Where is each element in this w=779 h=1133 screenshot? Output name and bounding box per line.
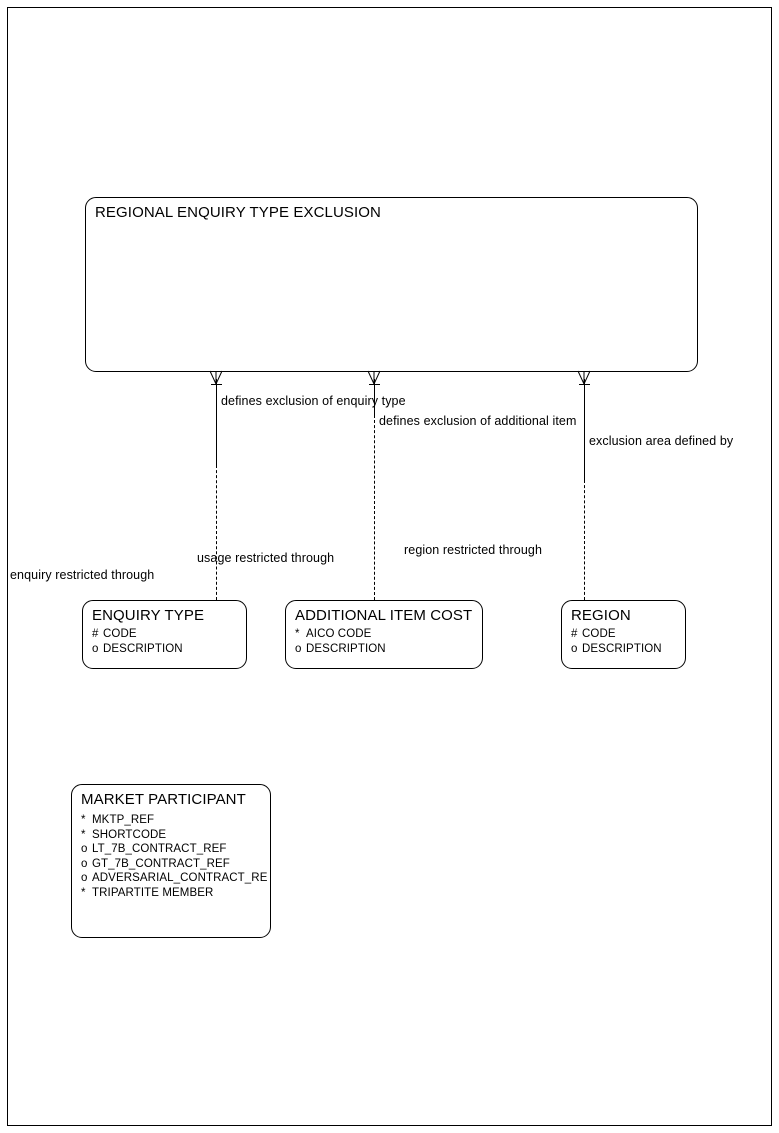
attribute-marker: * [81,828,86,841]
entity-title: REGION [571,607,631,624]
relationship-label-usage-restricted-through: usage restricted through [197,551,335,565]
attribute-row: * TRIPARTITE MEMBER [81,886,270,901]
attribute-marker: o [81,843,88,856]
attribute-row: o DESCRIPTION [571,642,685,657]
attribute-row: # CODE [92,627,246,642]
attribute-row: o LT_7B_CONTRACT_REF [81,842,270,857]
attribute-name: GT_7B_CONTRACT_REF [92,857,230,870]
attribute-row: o DESCRIPTION [295,642,482,657]
attribute-row: * SHORTCODE [81,828,270,843]
attribute-name: TRIPARTITE MEMBER [92,886,214,899]
attribute-marker: o [81,872,88,885]
attribute-row: # CODE [571,627,685,642]
relationship-label-region-restricted-through: region restricted through [404,543,542,557]
attribute-name: AICO CODE [306,628,372,640]
attribute-name: SHORTCODE [92,828,167,841]
attribute-name: DESCRIPTION [306,643,386,655]
attribute-marker: o [295,643,302,655]
attribute-marker: * [81,886,86,899]
connector-additional-item-cost-dashed [374,415,375,600]
attribute-list: * MKTP_REF * SHORTCODE o LT_7B_CONTRACT_REF… [81,813,270,901]
attribute-marker: * [295,628,300,640]
entity-region[interactable]: REGION # CODE o DESCRIPTION [561,600,686,669]
entity-title: REGIONAL ENQUIRY TYPE EXCLUSION [95,204,381,221]
attribute-list: # CODE o DESCRIPTION [92,627,246,657]
attribute-marker: # [92,628,99,640]
entity-enquiry-type[interactable]: ENQUIRY TYPE # CODE o DESCRIPTION [82,600,247,669]
attribute-list: # CODE o DESCRIPTION [571,627,685,657]
attribute-marker: o [571,643,578,655]
entity-title: ADDITIONAL ITEM COST [295,607,473,624]
attribute-marker: # [571,628,578,640]
entity-market-participant[interactable]: MARKET PARTICIPANT * MKTP_REF * SHORTCODE … [71,784,271,938]
attribute-list: * AICO CODE o DESCRIPTION [295,627,482,657]
attribute-name: LT_7B_CONTRACT_REF [92,843,227,856]
attribute-row: * MKTP_REF [81,813,270,828]
connector-region-solid [584,379,585,480]
attribute-name: DESCRIPTION [582,643,662,655]
attribute-row: * AICO CODE [295,627,482,642]
attribute-name: DESCRIPTION [103,643,183,655]
connector-enquiry-type-solid [216,379,217,465]
attribute-row: o GT_7B_CONTRACT_REF [81,857,270,872]
entity-title: MARKET PARTICIPANT [81,791,246,808]
attribute-marker: o [92,643,99,655]
attribute-row: o ADVERSARIAL_CONTRACT_RE [81,871,270,886]
attribute-marker: * [81,814,86,826]
relationship-label-defines-exclusion-of-enquiry-type: defines exclusion of enquiry type [221,394,406,408]
attribute-name: ADVERSARIAL_CONTRACT_RE [92,872,268,885]
connector-additional-item-cost-solid [374,379,375,415]
entity-additional-item-cost[interactable]: ADDITIONAL ITEM COST * AICO CODE o DESCRIP… [285,600,483,669]
relationship-label-defines-exclusion-of-additional-item: defines exclusion of additional item [379,414,577,428]
attribute-row: o DESCRIPTION [92,642,246,657]
attribute-marker: o [81,857,88,870]
attribute-name: CODE [582,628,616,640]
entity-regional-enquiry-type-exclusion[interactable]: REGIONAL ENQUIRY TYPE EXCLUSION [85,197,698,372]
attribute-name: CODE [103,628,137,640]
attribute-name: MKTP_REF [92,814,155,826]
page-border [7,7,772,1126]
entity-title: ENQUIRY TYPE [92,607,205,624]
connector-region-dashed [584,480,585,600]
relationship-label-exclusion-area-defined-by: exclusion area defined by [589,434,734,448]
relationship-label-enquiry-restricted-through: enquiry restricted through [10,568,155,582]
connector-enquiry-type-dashed [216,465,217,600]
